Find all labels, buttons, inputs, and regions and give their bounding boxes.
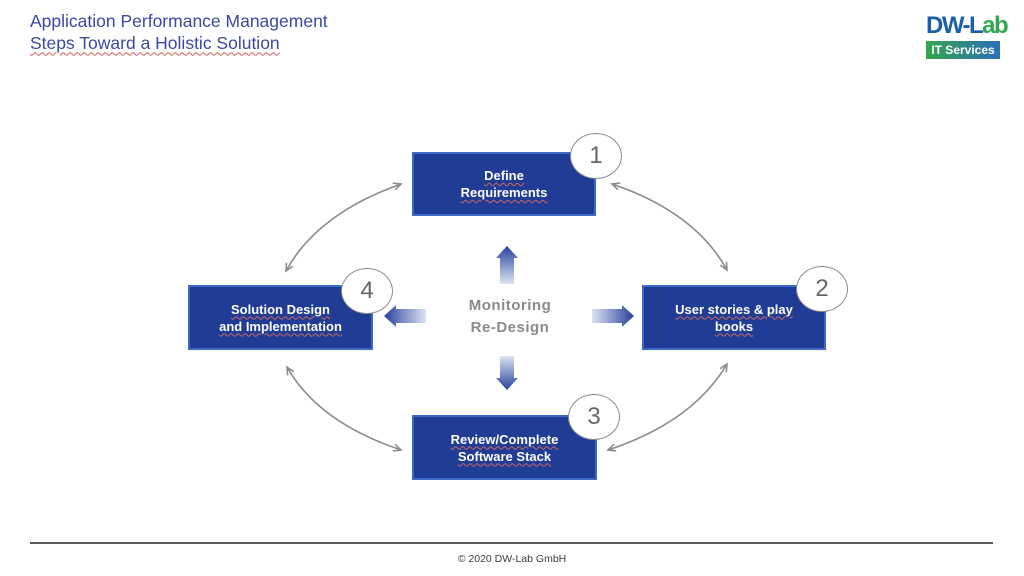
center-arrow-up-icon [496, 246, 518, 284]
step-number: 2 [815, 275, 829, 302]
center-arrow-right-icon [592, 305, 634, 327]
center-arrow-down-icon [496, 356, 518, 390]
step-box-review-software-stack: Review/Complete Software Stack [412, 415, 597, 480]
slide-title-block: Application Performance Management Steps… [30, 11, 328, 54]
step-box-label-line: User stories & play [675, 301, 793, 317]
step-box-label-line: and Implementation [219, 318, 342, 334]
step-number: 4 [360, 277, 374, 304]
slide-title: Application Performance Management [30, 11, 328, 31]
step-box-label-line: Review/Complete [450, 431, 559, 447]
slide-subtitle: Steps Toward a Holistic Solution [30, 32, 280, 53]
logo-wordmark-green: ab [982, 12, 1009, 39]
company-logo: DW-Lab IT Services [926, 12, 1009, 59]
step-box-label-line: Solution Design [231, 301, 330, 317]
step-box-user-stories: User stories & play books [642, 285, 826, 350]
step-number-badge-2: 2 [796, 266, 848, 312]
step-number-badge-1: 1 [570, 133, 622, 179]
center-label: Monitoring Re-Design [430, 295, 590, 339]
curve-arrow-top-to-right [612, 184, 727, 270]
step-box-label-line: Requirements [460, 185, 548, 200]
curve-arrow-left-to-top [286, 184, 401, 271]
step-box-label-line: books [714, 318, 754, 334]
footer-divider [30, 542, 993, 544]
logo-wordmark-blue: DW-L [926, 12, 984, 39]
step-box-define-requirements: Define Requirements [412, 152, 596, 216]
step-box-label-line: Software Stack [457, 448, 552, 464]
curve-arrow-bottom-to-left [287, 367, 401, 450]
center-arrow-left-icon [384, 305, 426, 327]
center-label-line2: Re-Design [470, 319, 550, 336]
step-number-badge-3: 3 [568, 394, 620, 440]
step-number: 3 [587, 403, 601, 430]
step-box-label-line: Define [484, 168, 524, 183]
center-label-line1: Monitoring [468, 297, 552, 314]
footer-copyright: © 2020 DW-Lab GmbH [457, 553, 567, 565]
step-number-badge-4: 4 [341, 268, 393, 314]
step-number: 1 [589, 142, 603, 169]
curve-arrow-right-to-bottom [608, 364, 727, 450]
logo-tagline: IT Services [926, 41, 1000, 59]
logo-wordmark: DW-Lab [926, 12, 1009, 39]
